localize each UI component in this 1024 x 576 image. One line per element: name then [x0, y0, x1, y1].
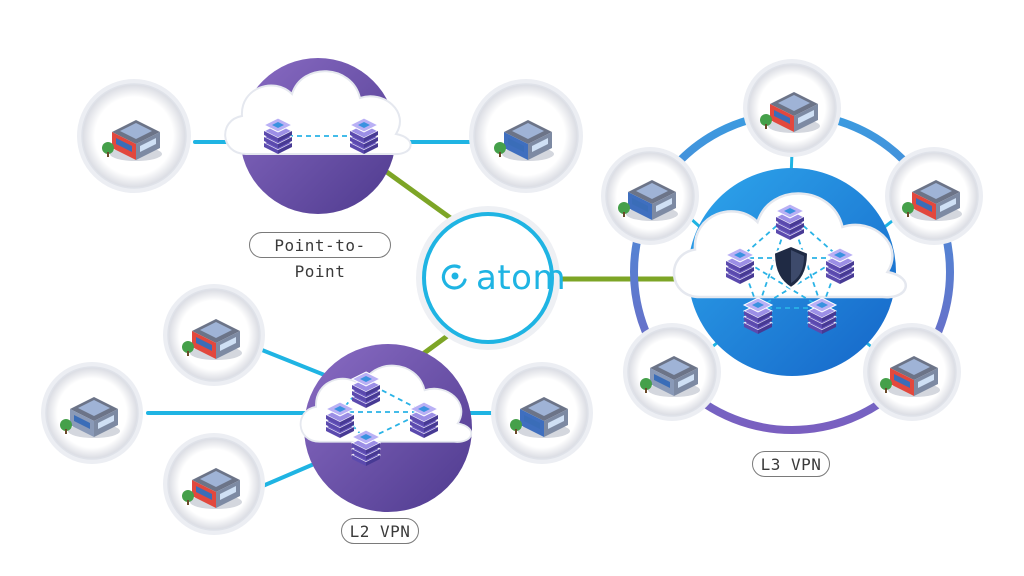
building-icon: [902, 180, 962, 221]
site-l2-1: [163, 284, 265, 386]
p2p-link-atom: [381, 167, 459, 225]
site-l2-3: [163, 433, 265, 535]
building-icon: [494, 120, 554, 161]
l3-mesh-link: [757, 257, 841, 309]
point-to-point-label: Point-to-Point: [249, 232, 391, 281]
building-icon: [760, 92, 820, 133]
site-p2p-left: [77, 79, 191, 193]
server-icon: [348, 117, 380, 154]
site-l3-left-lower: [623, 323, 721, 421]
site-l2-2: [41, 362, 143, 464]
site-p2p-right: [469, 79, 583, 193]
groups-layer: [224, 58, 954, 512]
l3-mesh-link: [739, 257, 823, 309]
servers-layer: [262, 117, 856, 466]
server-icon: [350, 371, 382, 408]
server-icon: [774, 203, 806, 240]
server-icon: [806, 297, 838, 334]
building-icon: [510, 397, 570, 438]
atom-hub: [416, 206, 560, 350]
cloud-icon: [224, 70, 412, 156]
building-icon: [182, 468, 242, 509]
site-l3-right-lower: [863, 323, 961, 421]
server-icon: [262, 117, 294, 154]
l2-vpn-label: L2 VPN: [341, 518, 419, 544]
server-icon: [350, 429, 382, 466]
atom-logo-icon: [441, 264, 467, 290]
server-icon: [824, 247, 856, 284]
shield-icon: [772, 244, 810, 290]
site-l3-top: [743, 59, 841, 157]
building-icon: [60, 397, 120, 438]
site-l3-left-upper: [601, 147, 699, 245]
server-icon: [724, 247, 756, 284]
site-l3-right-upper: [885, 147, 983, 245]
site-l2-4: [491, 362, 593, 464]
server-icon: [742, 297, 774, 334]
building-icon: [880, 356, 940, 397]
sites-layer: [41, 59, 983, 535]
atom-hub-ring: [422, 212, 554, 344]
atom-logo-text: atom: [476, 258, 567, 298]
building-icon: [640, 356, 700, 397]
building-icon: [182, 319, 242, 360]
building-icon: [102, 120, 162, 161]
server-icon: [408, 401, 440, 438]
server-icon: [324, 401, 356, 438]
l3-vpn-label: L3 VPN: [752, 451, 830, 477]
building-icon: [618, 180, 678, 221]
